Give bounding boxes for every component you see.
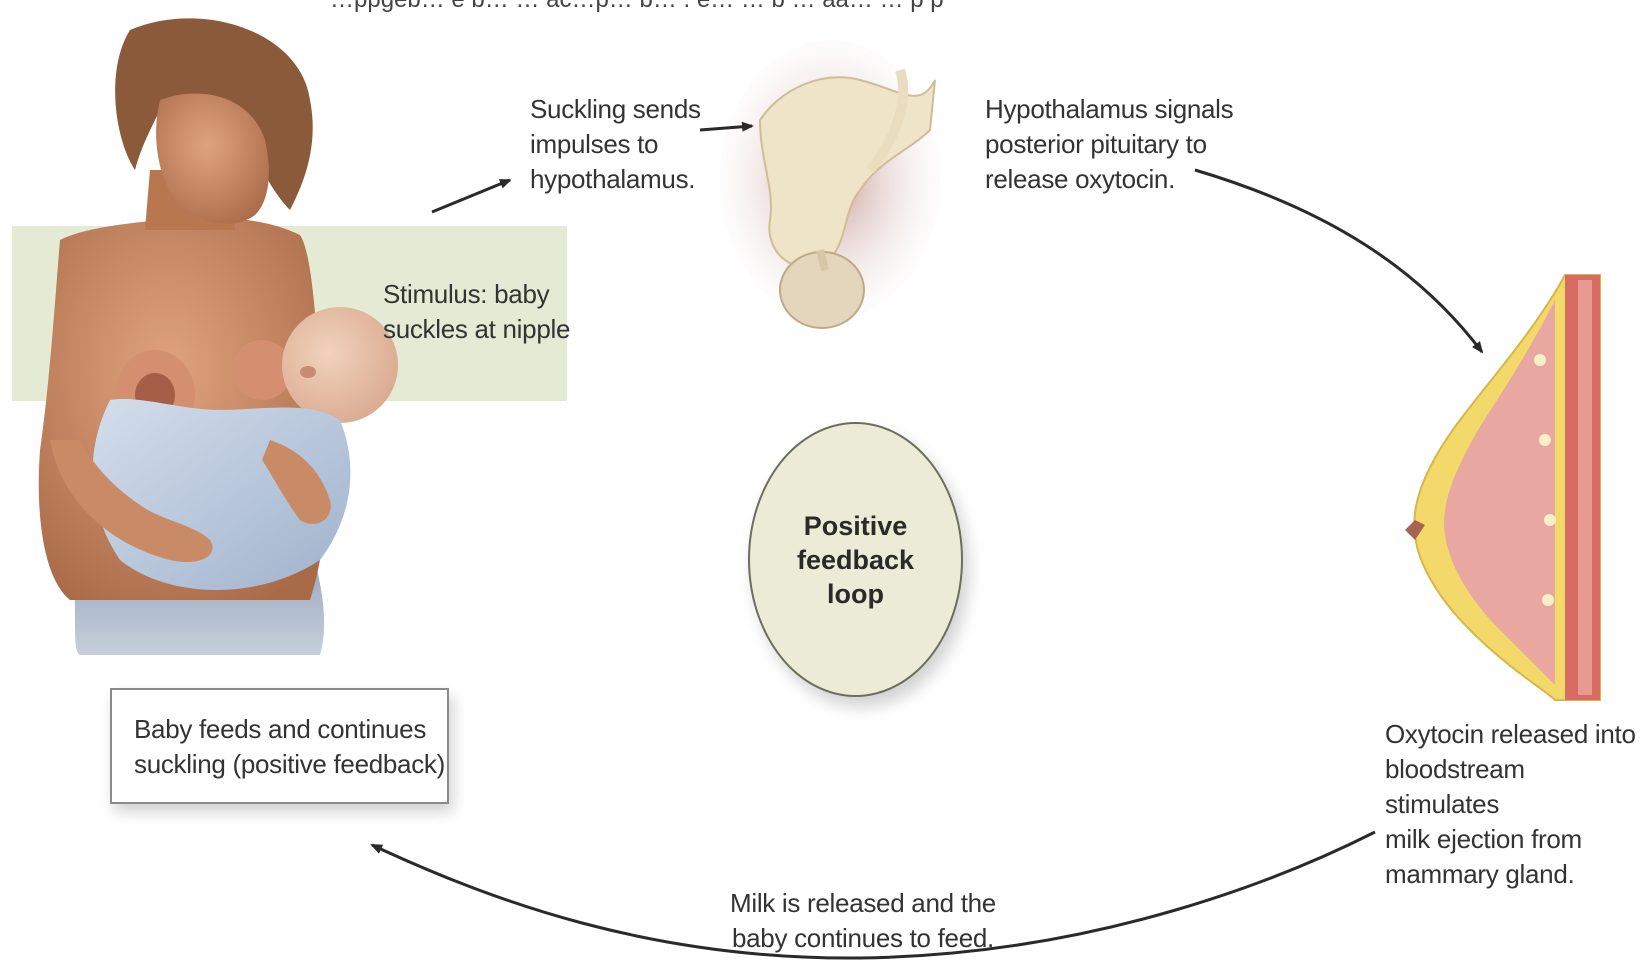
feeds-label: Baby feeds and continues suckling (posit… (134, 712, 447, 782)
milk-label: Milk is released and the baby continues … (730, 886, 996, 956)
arrow-to-suckling (432, 180, 510, 212)
oxytocin-line-2: bloodstream stimulates (1385, 752, 1642, 822)
oxytocin-line-4: mammary gland. (1385, 857, 1642, 892)
oxytocin-label: Oxytocin released into bloodstream stimu… (1385, 717, 1642, 892)
hypothalamus-line-1: Hypothalamus signals (985, 92, 1233, 127)
positive-feedback-loop-ellipse: Positive feedback loop (748, 422, 963, 697)
suckling-line-2: impulses to (530, 127, 701, 162)
center-line-2: feedback (797, 543, 914, 577)
feeds-line-1: Baby feeds and continues (134, 712, 447, 747)
mammary-gland-illustration (1405, 275, 1600, 700)
arrow-to-mammary (1195, 170, 1482, 352)
feeds-box: Baby feeds and continues suckling (posit… (110, 688, 449, 804)
oxytocin-line-3: milk ejection from (1385, 822, 1642, 857)
suckling-label: Suckling sends impulses to hypothalamus. (530, 92, 701, 197)
center-line-1: Positive (804, 509, 908, 543)
stimulus-line-1: Stimulus: baby (383, 277, 570, 312)
milk-line-1: Milk is released and the (730, 886, 996, 921)
suckling-line-1: Suckling sends (530, 92, 701, 127)
oxytocin-line-1: Oxytocin released into (1385, 717, 1642, 752)
hypothalamus-pituitary-illustration (720, 40, 940, 328)
hypothalamus-label: Hypothalamus signals posterior pituitary… (985, 92, 1233, 197)
stimulus-line-2: suckles at nipple (383, 312, 570, 347)
mother-nursing-illustration (39, 18, 398, 655)
suckling-line-3: hypothalamus. (530, 162, 701, 197)
milk-line-2: baby continues to feed. (730, 921, 996, 956)
hypothalamus-line-3: release oxytocin. (985, 162, 1233, 197)
stimulus-label: Stimulus: baby suckles at nipple (383, 277, 570, 347)
hypothalamus-line-2: posterior pituitary to (985, 127, 1233, 162)
feeds-line-2: suckling (positive feedback) (134, 747, 447, 782)
center-line-3: loop (827, 577, 884, 611)
